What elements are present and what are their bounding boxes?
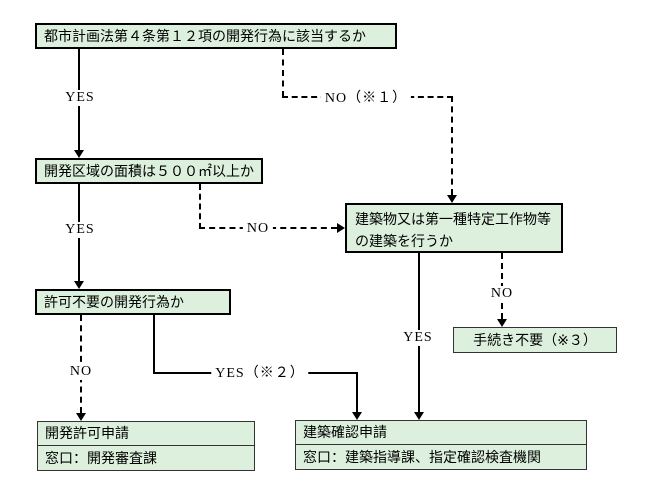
edge-label-q4-yes: YES	[399, 330, 437, 346]
node-no-procedure-required-text: 手続き不要（※３）	[473, 332, 597, 348]
edge-q3-building-line-v1	[153, 315, 155, 374]
node-building-confirmation-application: 建築確認申請 窓口：建築指導課、指定確認検査機関	[295, 420, 587, 470]
edge-q2-q4-line-v	[199, 184, 201, 229]
arrowhead-down-icon	[74, 150, 84, 158]
node-question-area-500sqm: 開発区域の面積は５００㎡以上か	[35, 158, 263, 184]
edge-label-q1-yes: YES	[61, 90, 99, 106]
node-question-area-500sqm-text: 開発区域の面積は５００㎡以上か	[44, 163, 254, 179]
arrowhead-down-icon	[497, 319, 507, 327]
arrowhead-down-icon	[447, 195, 457, 203]
arrowhead-down-icon	[414, 412, 424, 420]
node-question-building-construction-line1: 建築物又は第一種特定工作物等	[355, 211, 551, 227]
edge-q3-building-line-v2	[356, 372, 358, 412]
node-question-permit-free-development-text: 許可不要の開発行為か	[44, 294, 184, 310]
edge-q1-q4-line-v1	[282, 49, 284, 97]
node-question-development-act-text: 都市計画法第４条第１２項の開発行為に該当するか	[44, 28, 366, 44]
building-confirmation-desk: 窓口：建築指導課、指定確認検査機関	[303, 449, 541, 465]
node-question-building-construction: 建築物又は第一種特定工作物等 の建築を行うか	[345, 203, 563, 253]
development-permit-desk: 窓口：開発審査課	[45, 450, 157, 466]
edge-label-q4-no: NO	[486, 286, 518, 302]
edge-label-q3-yes: YES（※２）	[211, 362, 309, 382]
arrowhead-right-icon	[337, 223, 345, 233]
arrowhead-down-icon	[352, 412, 362, 420]
development-permit-title: 開発許可申請	[38, 422, 254, 446]
node-question-building-construction-line2: の建築を行うか	[355, 233, 453, 249]
node-question-development-act: 都市計画法第４条第１２項の開発行為に該当するか	[35, 23, 397, 49]
node-no-procedure-required: 手続き不要（※３）	[453, 327, 617, 353]
edge-label-q2-yes: YES	[61, 222, 99, 238]
node-question-permit-free-development: 許可不要の開発行為か	[35, 289, 231, 315]
arrowhead-down-icon	[76, 413, 86, 421]
edge-label-q2-no: NO	[242, 221, 274, 237]
edge-label-q3-no: NO	[65, 364, 97, 380]
edge-label-q1-no: NO（※１）	[320, 87, 412, 107]
arrowhead-down-icon	[74, 281, 84, 289]
node-development-permit-application: 開発許可申請 窓口：開発審査課	[37, 421, 255, 471]
building-confirmation-title: 建築確認申請	[296, 421, 586, 445]
edge-q1-q4-line-v2	[451, 96, 453, 195]
